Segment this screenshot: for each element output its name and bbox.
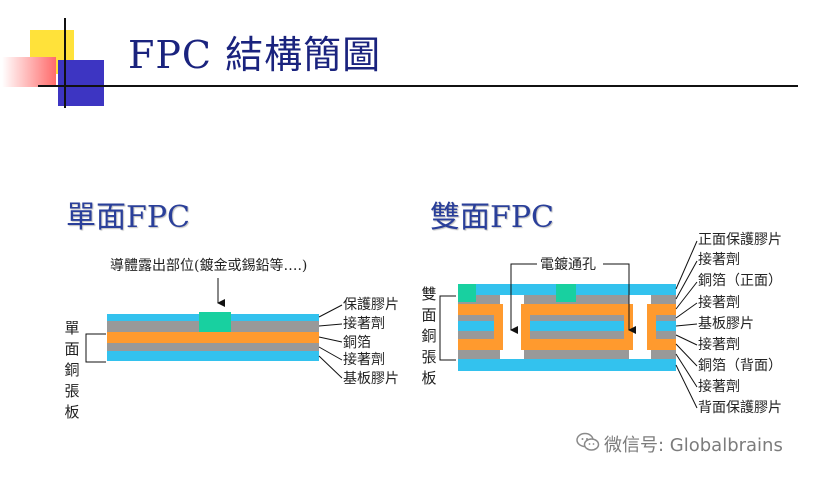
single-base-film-layer: [107, 351, 319, 361]
single-layer-label-adhesive-bottom: 接著劑: [343, 352, 385, 368]
single-layer-label-base-film: 基板膠片: [343, 371, 399, 387]
double-fpc-stack: [458, 284, 676, 371]
logo-red-square: [2, 57, 56, 87]
double-layer-label-copper-front: 銅箔（正面）: [698, 273, 782, 289]
double-adhesive-2: [458, 315, 676, 321]
single-fpc-heading: 單面FPC: [66, 200, 190, 235]
double-layer-label-copper-back: 銅箔（背面）: [698, 358, 782, 374]
plated-through-hole-note: 電鍍通孔: [538, 257, 598, 273]
double-side-bracket: [439, 295, 456, 361]
double-layer-label-adhesive-1: 接著劑: [698, 252, 740, 268]
double-layer-label-adhesive-3: 接著劑: [698, 337, 740, 353]
single-adhesive-bottom-layer: [107, 343, 319, 351]
single-side-label: 單面銅張板: [64, 319, 80, 421]
double-layer-label-base-film: 基板膠片: [698, 316, 754, 332]
double-side-label: 雙面銅張板: [421, 285, 437, 387]
double-exposed-pad-center: [556, 284, 576, 302]
double-copper-front: [458, 304, 676, 315]
single-layer-label-coverlay: 保護膠片: [343, 297, 399, 313]
via-note-arrows: [510, 263, 630, 330]
single-exposed-pad: [199, 312, 231, 332]
logo-vertical-line: [64, 18, 66, 108]
page-title: FPC 結構簡圖: [128, 33, 382, 77]
double-layer-label-back-coverlay: 背面保護膠片: [698, 400, 782, 416]
double-adhesive-4: [458, 350, 676, 359]
double-layer-label-adhesive-4: 接著劑: [698, 379, 740, 395]
double-fpc-heading: 雙面FPC: [430, 200, 554, 235]
double-back-coverlay: [458, 359, 676, 371]
watermark-text: 微信号: Globalbrains: [604, 435, 783, 456]
wechat-icon: [576, 431, 600, 453]
single-layer-label-adhesive-top: 接著劑: [343, 316, 385, 332]
double-base-film: [458, 321, 676, 331]
double-copper-back: [458, 339, 676, 350]
double-leader-lines: [675, 240, 698, 409]
double-adhesive-3: [458, 331, 676, 339]
plated-through-hole-left: [494, 295, 530, 359]
single-copper-layer: [107, 332, 319, 343]
logo-decoration: [0, 0, 798, 110]
logo-horizontal-line: [38, 85, 798, 87]
single-leader-lines: [318, 304, 343, 379]
double-layer-label-adhesive-2: 接著劑: [698, 295, 740, 311]
double-exposed-pad-left: [458, 284, 476, 302]
double-layer-label-front-coverlay: 正面保護膠片: [698, 232, 782, 248]
single-fpc-stack: [107, 312, 319, 361]
single-layer-label-copper: 銅箔: [343, 335, 371, 351]
exposed-conductor-note: 導體露出部位(鍍金或錫鉛等….): [110, 258, 308, 274]
single-side-bracket: [85, 333, 106, 363]
